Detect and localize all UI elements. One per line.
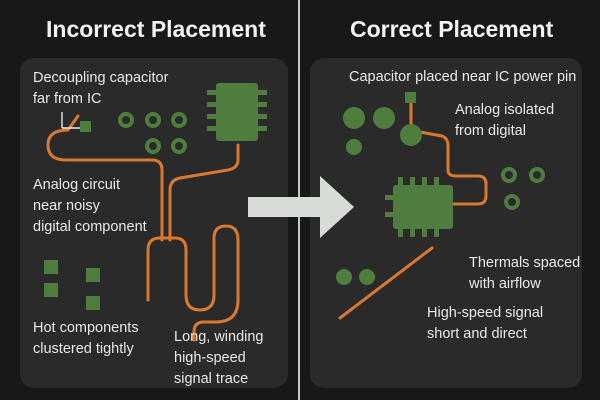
ring-pad: [145, 138, 161, 154]
hot-components: [44, 260, 100, 310]
winding-signal-trace: [146, 224, 240, 342]
ring-pad: [118, 112, 134, 128]
label-analog-isolated: Analog isolated from digital: [455, 102, 555, 139]
right-title: Correct Placement: [350, 16, 554, 42]
ic-trace: [168, 143, 240, 242]
ring-pad: [529, 167, 545, 183]
ic-chip-left: [207, 83, 267, 141]
left-ring-pads: [118, 112, 187, 154]
label-winding-trace: Long, winding high-speed signal trace: [174, 329, 264, 387]
ic-chip-right: [385, 177, 453, 237]
label-analog-near-digital: Analog circuit near noisy digital compon…: [33, 177, 147, 235]
capacitor-near-ic: [405, 92, 416, 103]
direct-signal-trace: [338, 246, 434, 320]
ring-pad: [504, 194, 520, 210]
right-ring-pads: [501, 167, 545, 210]
label-hot-components: Hot components clustered tightly: [33, 320, 139, 357]
label-decoupling-capacitor: Decoupling capacitor far from IC: [33, 70, 169, 107]
left-title: Incorrect Placement: [46, 16, 266, 42]
ring-pad: [171, 112, 187, 128]
label-capacitor-near-ic: Capacitor placed near IC power pin: [349, 69, 577, 85]
label-thermals-spaced: Thermals spaced with airflow: [469, 255, 581, 292]
ring-pad: [501, 167, 517, 183]
decoupling-trace: [46, 114, 164, 242]
analog-components: [343, 107, 422, 155]
thermal-components: [336, 269, 375, 285]
label-high-speed-direct: High-speed signal short and direct: [427, 305, 544, 342]
ring-pad: [145, 112, 161, 128]
ring-pad: [171, 138, 187, 154]
transition-arrow: [248, 176, 354, 238]
decoupling-capacitor: [80, 121, 91, 132]
